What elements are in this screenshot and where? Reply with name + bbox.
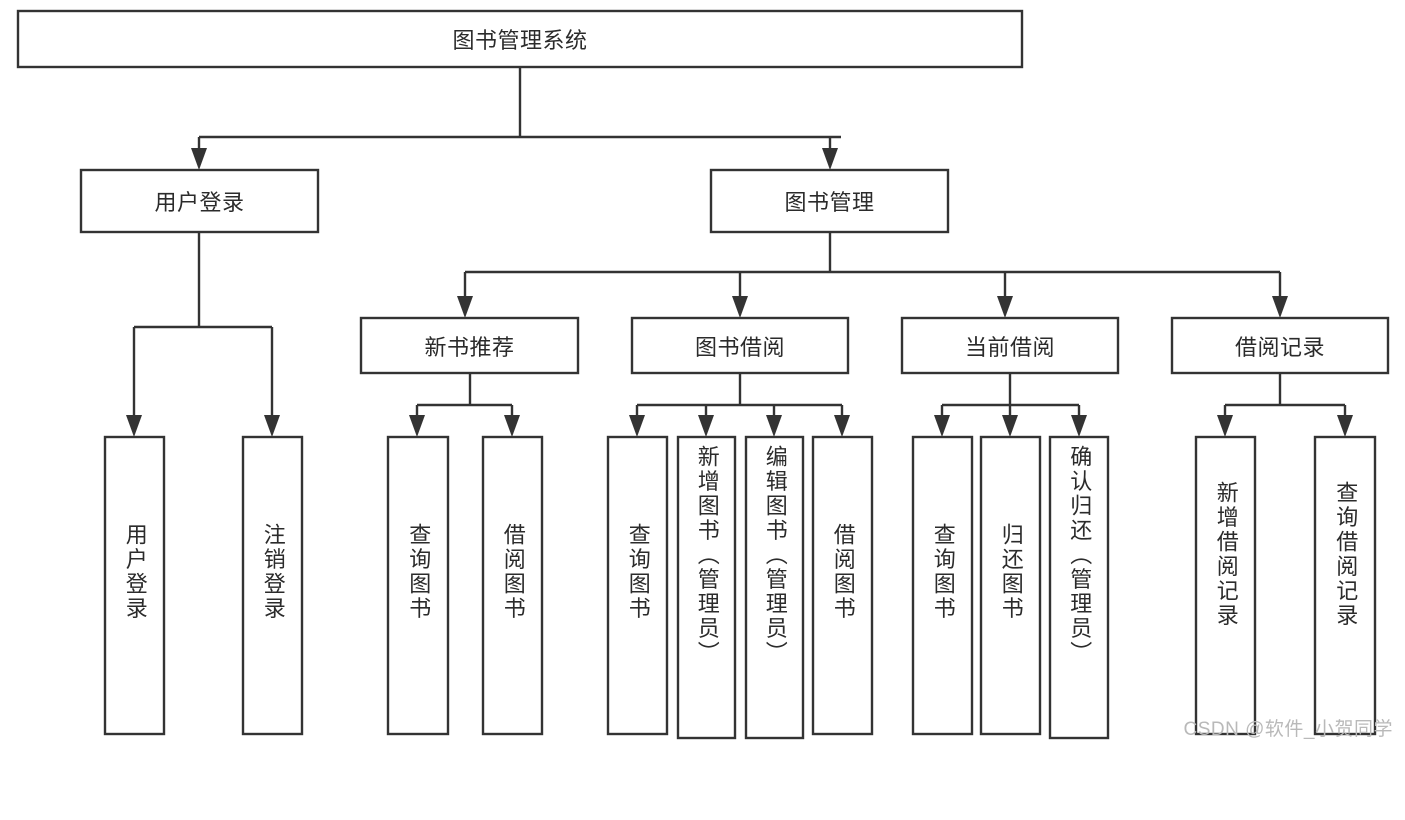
- node-box-new-book-recommend[interactable]: [359, 316, 580, 375]
- node-box-leaf-nb-query-book[interactable]: [386, 435, 450, 736]
- arrowhead-bb-add: [698, 415, 714, 437]
- node-box-leaf-br-add-record[interactable]: [1194, 435, 1257, 736]
- node-box-leaf-br-query-record[interactable]: [1313, 435, 1377, 736]
- arrowhead-br-query: [1337, 415, 1353, 437]
- node-box-current-borrow[interactable]: [900, 316, 1120, 375]
- arrowhead-bb-borrow: [834, 415, 850, 437]
- flowchart-canvas: 图书管理系统 用户登录 图书管理 新书推荐 图书借阅 当前借阅 借阅记录 用户登…: [16, 9, 1393, 740]
- watermark-text: CSDN @软件_小贺同学: [1183, 719, 1393, 740]
- node-box-leaf-bb-query-book[interactable]: [606, 435, 669, 736]
- node-box-leaf-bb-borrow-book[interactable]: [811, 435, 874, 736]
- arrowhead-nb-borrow: [504, 415, 520, 437]
- arrowhead-cb-query: [934, 415, 950, 437]
- node-box-leaf-bb-add-book[interactable]: [676, 435, 737, 740]
- arrowhead-new-book: [457, 296, 473, 318]
- node-box-leaf-cb-query-book[interactable]: [911, 435, 974, 736]
- arrowhead-book-borrow: [732, 296, 748, 318]
- arrowhead-cb-confirm: [1071, 415, 1087, 437]
- edge-group-root: [191, 67, 841, 170]
- node-box-borrow-record[interactable]: [1170, 316, 1390, 375]
- arrowhead-cb-return: [1002, 415, 1018, 437]
- node-box-leaf-cb-return-book[interactable]: [979, 435, 1042, 736]
- arrowhead-br-add: [1217, 415, 1233, 437]
- node-box-user-login[interactable]: [79, 168, 320, 234]
- node-box-leaf-cb-confirm-return[interactable]: [1048, 435, 1110, 740]
- arrowhead-current-borrow: [997, 296, 1013, 318]
- flowchart-svg: [16, 9, 1390, 740]
- edge-group-new-book: [409, 373, 520, 437]
- arrowhead-user-login: [191, 148, 207, 170]
- node-box-leaf-logout[interactable]: [241, 435, 304, 736]
- node-box-leaf-user-login[interactable]: [103, 435, 166, 736]
- arrowhead-bb-edit: [766, 415, 782, 437]
- node-box-system-root[interactable]: [16, 9, 1024, 69]
- arrowhead-nb-query: [409, 415, 425, 437]
- arrowhead-book-mgmt: [822, 148, 838, 170]
- node-box-book-management[interactable]: [709, 168, 950, 234]
- edge-group-current-borrow: [934, 373, 1087, 437]
- node-box-book-borrow[interactable]: [630, 316, 850, 375]
- edge-group-borrow-record: [1217, 373, 1353, 437]
- arrowhead-bb-query: [629, 415, 645, 437]
- arrowhead-borrow-record: [1272, 296, 1288, 318]
- edge-group-user-login: [126, 232, 280, 437]
- arrowhead-leaf-logout: [264, 415, 280, 437]
- node-box-leaf-nb-borrow-book[interactable]: [481, 435, 544, 736]
- node-box-leaf-bb-edit-book[interactable]: [744, 435, 805, 740]
- edge-group-book-mgmt: [457, 232, 1288, 318]
- edge-group-book-borrow: [629, 373, 850, 437]
- arrowhead-leaf-user-login: [126, 415, 142, 437]
